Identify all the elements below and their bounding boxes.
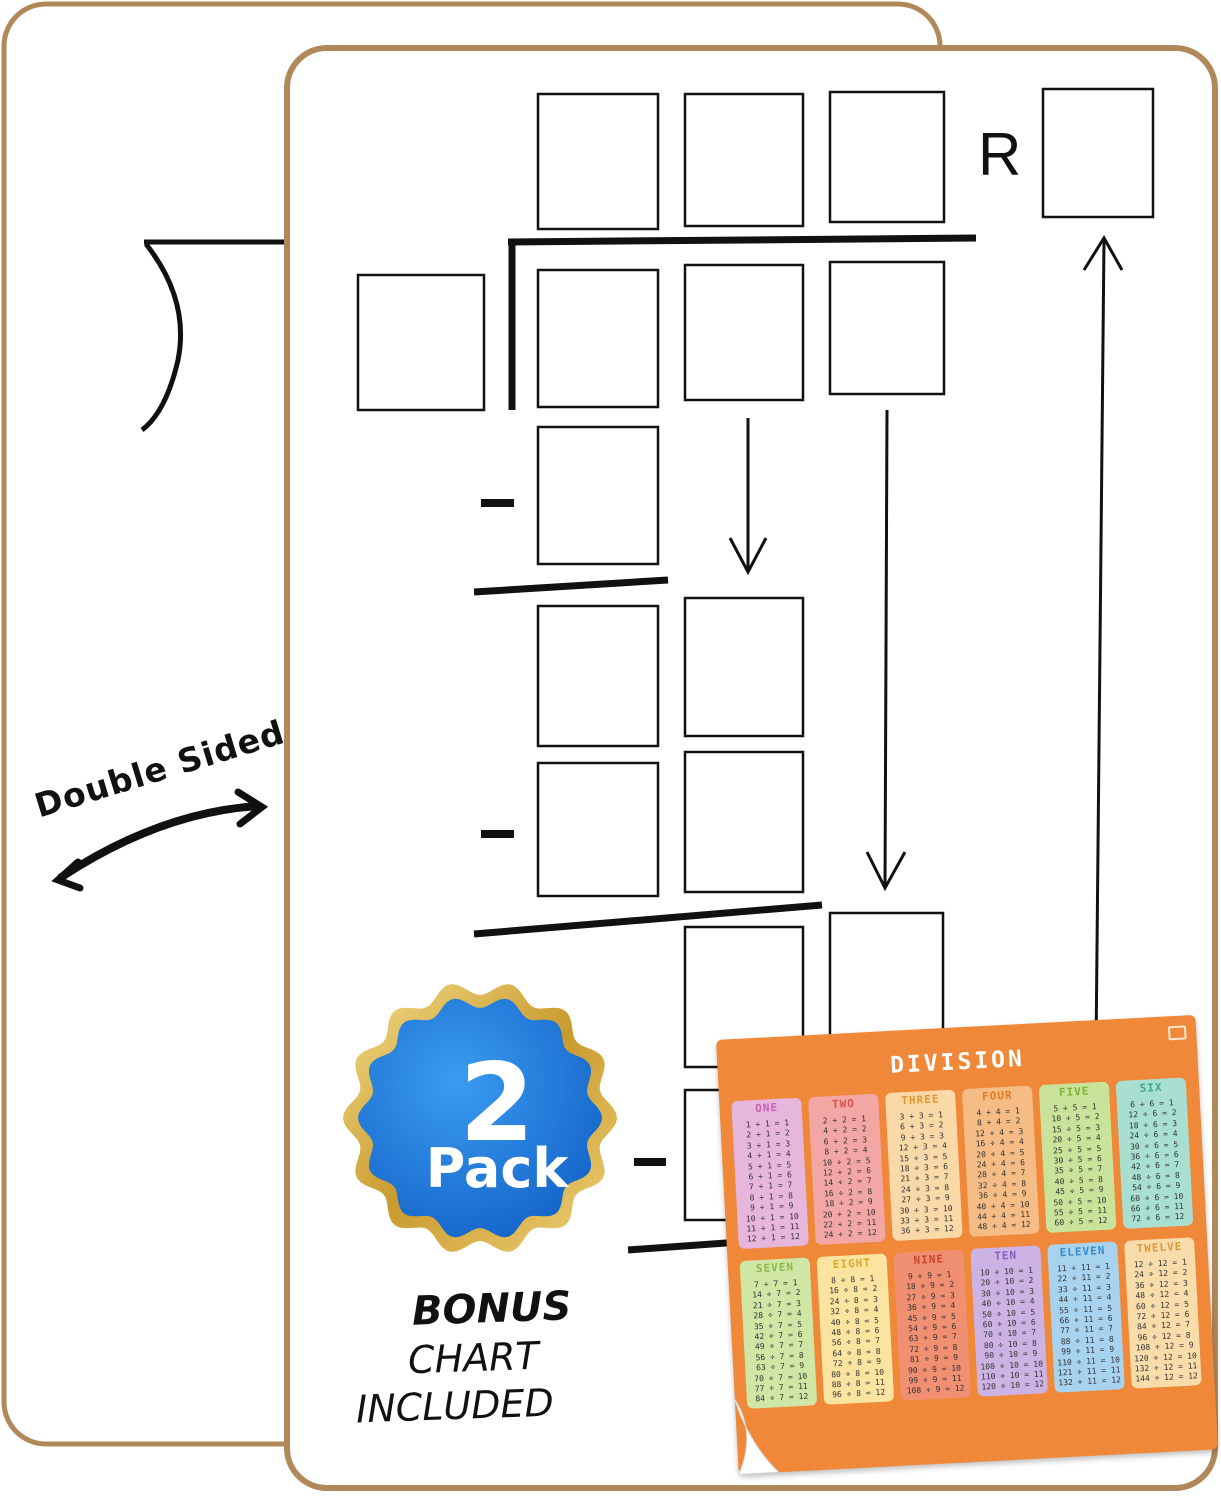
work-box [536,425,660,566]
quotient-box [828,90,946,224]
quotient-box [683,92,805,228]
division-bar [507,234,977,246]
pack-count: 2 [459,1041,535,1166]
pack-word: Pack [425,1137,569,1200]
subtraction-line [473,901,823,938]
remainder-arrow [1094,239,1106,1051]
subtraction-line [627,1238,741,1254]
bonus-line-3: INCLUDED [355,1380,555,1432]
work-box [536,604,660,748]
bonus-line-1: BONUS [411,1283,573,1335]
remainder-label: R [978,121,1022,188]
work-box [536,761,660,898]
remainder-box [1041,87,1155,219]
dividend-box [828,260,946,396]
dividend-box [536,268,660,409]
division-bracket [140,242,183,432]
work-box [683,750,805,894]
bonus-line-2: CHART [407,1333,540,1383]
double-sided-arrow [57,802,259,882]
work-box [683,596,805,738]
divisor-box [356,273,486,412]
bring-down-arrow [883,409,889,889]
page-curl-icon [734,1399,780,1475]
dividend-box [683,263,805,402]
subtraction-line [473,576,669,596]
two-pack-badge [343,984,617,1252]
quotient-box [536,92,660,231]
